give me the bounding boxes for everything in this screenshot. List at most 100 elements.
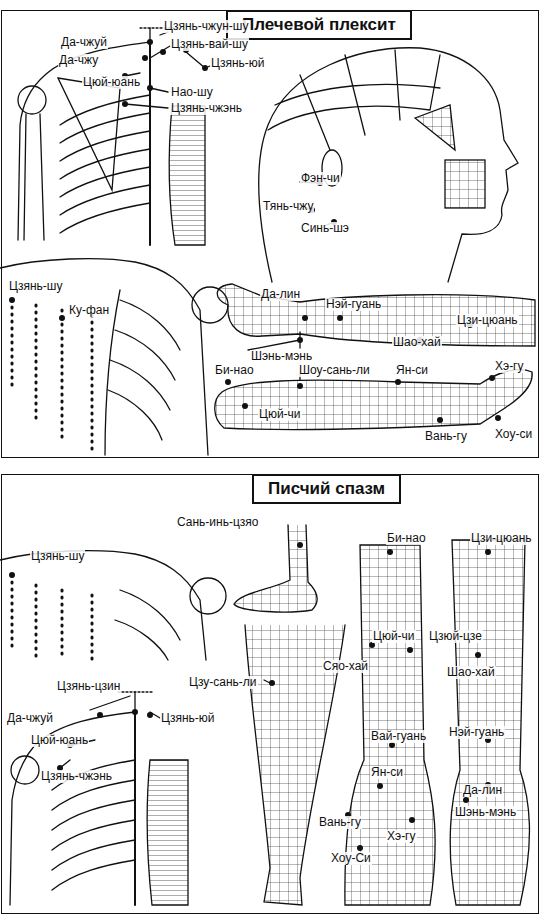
back-figure: [60, 95, 150, 233]
acupoint: [202, 65, 208, 71]
point-label: Нэй-гуань: [325, 298, 382, 311]
point-label: Шао-хай: [446, 666, 496, 679]
acupoint: [475, 652, 481, 658]
acupoint: [147, 39, 153, 45]
acupoint: [337, 315, 343, 321]
acupoint: [409, 817, 415, 823]
point-label: Цзянь-чжун-шу: [163, 20, 249, 33]
acupoint: [9, 297, 65, 321]
point-label: Би-нао: [214, 364, 255, 377]
arm-figure: [215, 370, 532, 430]
acupoint: [59, 315, 65, 321]
acupoint: [142, 55, 148, 61]
acupoint: [9, 297, 15, 303]
acupoint: [97, 712, 103, 718]
point-label: Цзянь-цзин: [56, 680, 121, 693]
point-label: Цзу-сань-ли: [188, 676, 258, 689]
acupoint: [297, 542, 303, 548]
point-label: Сань-инь-цзяо: [176, 516, 259, 529]
acupoint: [489, 375, 495, 381]
point-label: Цзи-цюань: [456, 314, 519, 327]
point-label: Цюй-юань: [82, 76, 141, 89]
acupoint: [302, 315, 308, 321]
acupoint: [225, 315, 501, 423]
acupoint: [269, 680, 275, 686]
point-label: Би-нао: [386, 532, 427, 545]
point-label: Сяо-хай: [322, 660, 369, 673]
point-label: Цзюй-цзе: [428, 630, 483, 643]
back-figure: [60, 696, 160, 768]
point-label: Цюй-чи: [372, 630, 416, 643]
chest-figure: [115, 590, 180, 660]
point-label: Тянь-чжу: [262, 200, 314, 213]
acupoint: [463, 797, 469, 803]
panel-heading: Плечевой плексит: [226, 10, 412, 40]
point-label: Нао-шу: [170, 86, 214, 99]
point-label: Цзянь-вай-шу: [170, 38, 249, 51]
point-label: Вань-гу: [318, 816, 362, 829]
back-figure: [18, 86, 46, 114]
acupoint: [122, 101, 128, 107]
point-label: Хэ-гу: [386, 830, 417, 843]
chest-figure: [0, 259, 228, 455]
back-figure: [18, 28, 210, 245]
point-label: Вай-гуань: [370, 730, 427, 743]
acupoint: [357, 845, 363, 851]
point-label: Цзи-цюань: [470, 532, 533, 545]
acupoint: [297, 383, 303, 389]
head-figure: [268, 50, 440, 150]
point-label: Ян-си: [370, 766, 404, 779]
back-figure: [169, 106, 205, 245]
chest-figure: [12, 575, 92, 660]
illustration: [0, 28, 535, 905]
point-label: Да-чжуй: [6, 712, 54, 725]
back-figure: [149, 42, 151, 245]
acupoint: [269, 542, 303, 686]
leg-figure: [234, 525, 345, 905]
point-label: Да-чжу: [58, 54, 99, 67]
leg-figure: [234, 525, 317, 612]
point-label: Ку-фан: [68, 304, 110, 317]
acupoint: [407, 647, 413, 653]
point-label: Нэй-гуань: [448, 726, 505, 739]
chest-figure: [190, 578, 226, 614]
acupoint: [160, 49, 166, 55]
acupoint: [9, 572, 15, 578]
forearm-figure: [345, 540, 530, 905]
point-label: Цюй-чи: [258, 408, 302, 421]
panel-heading: Писчий спазм: [252, 474, 401, 504]
point-label: Фэн-чи: [300, 172, 341, 185]
acupoint: [297, 337, 303, 343]
chest-figure: [0, 259, 208, 455]
point-label: Шоу-сань-ли: [298, 364, 371, 377]
forearm-figure: [450, 540, 529, 905]
point-label: Шэнь-мэнь: [250, 350, 313, 363]
point-label: Вань-гу: [424, 430, 468, 443]
chest-figure: [12, 300, 92, 450]
back-figure: [11, 756, 39, 784]
head-figure: [259, 48, 518, 282]
point-label: Хоу-Си: [330, 852, 372, 865]
back-figure: [18, 28, 150, 240]
acupoint: [9, 572, 153, 771]
forearm-figure: [345, 545, 435, 905]
acupoint: [377, 783, 383, 789]
acupoint: [437, 417, 443, 423]
point-label: Да-лин: [260, 288, 301, 301]
point-label: Шао-хай: [392, 336, 442, 349]
point-label: Хэ-гу: [494, 360, 525, 373]
point-label: Хоу-си: [494, 428, 533, 441]
point-label: Цзянь-чжэнь: [40, 770, 113, 783]
point-label: Цзянь-юй: [160, 712, 215, 725]
point-label: Шэнь-мэнь: [454, 806, 517, 819]
back-figure: [147, 760, 188, 905]
point-label: Да-лин: [462, 784, 503, 797]
point-label: Ян-си: [395, 364, 429, 377]
acupoint: [242, 403, 248, 409]
acupoint: [495, 415, 501, 421]
arm-figure: [217, 284, 535, 346]
head-figure: [415, 105, 455, 150]
head-figure: [259, 48, 518, 282]
head-figure: [445, 160, 485, 208]
acupoint: [225, 379, 231, 385]
